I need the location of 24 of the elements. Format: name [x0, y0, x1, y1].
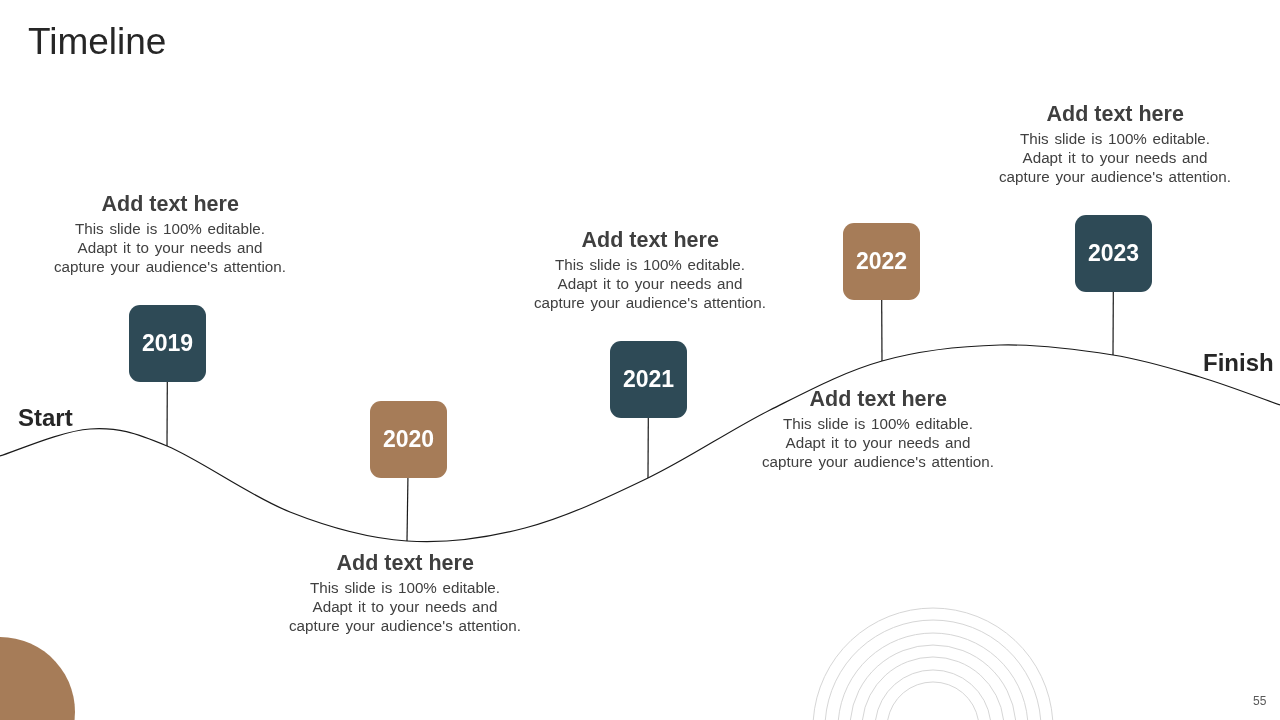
milestone-heading: Add text here [101, 191, 239, 216]
start-label: Start [18, 403, 73, 432]
finish-label: Finish [1203, 348, 1274, 377]
milestone-heading: Add text here [336, 550, 474, 575]
year-marker: 2023 [1075, 215, 1152, 292]
milestone-description: This slide is 100% editable. Adapt it to your needs and capture your audience's attention. [289, 577, 521, 635]
milestone-heading: Add text here [809, 386, 947, 411]
pin-line [166, 381, 168, 447]
year-marker: 2022 [843, 223, 920, 300]
milestone-heading: Add text here [1046, 101, 1184, 126]
year-marker: 2019 [129, 305, 206, 382]
milestone-heading: Add text here [581, 227, 719, 252]
milestone-description: This slide is 100% editable. Adapt it to your needs and capture your audience's attention. [534, 254, 766, 312]
milestone-description: This slide is 100% editable. Adapt it to your needs and capture your audience's attention. [762, 413, 994, 471]
year-marker: 2020 [370, 401, 447, 478]
pin-line [1112, 291, 1114, 356]
year-marker: 2021 [610, 341, 687, 418]
page-number: 55 [1253, 694, 1267, 709]
pin-line [881, 299, 883, 362]
pin-line [406, 477, 409, 542]
milestone-description: This slide is 100% editable. Adapt it to your needs and capture your audience's attention. [999, 128, 1231, 186]
pin-line [647, 417, 649, 479]
milestone-description: This slide is 100% editable. Adapt it to your needs and capture your audience's attention. [54, 218, 286, 276]
slide-title: Timeline [28, 21, 167, 64]
